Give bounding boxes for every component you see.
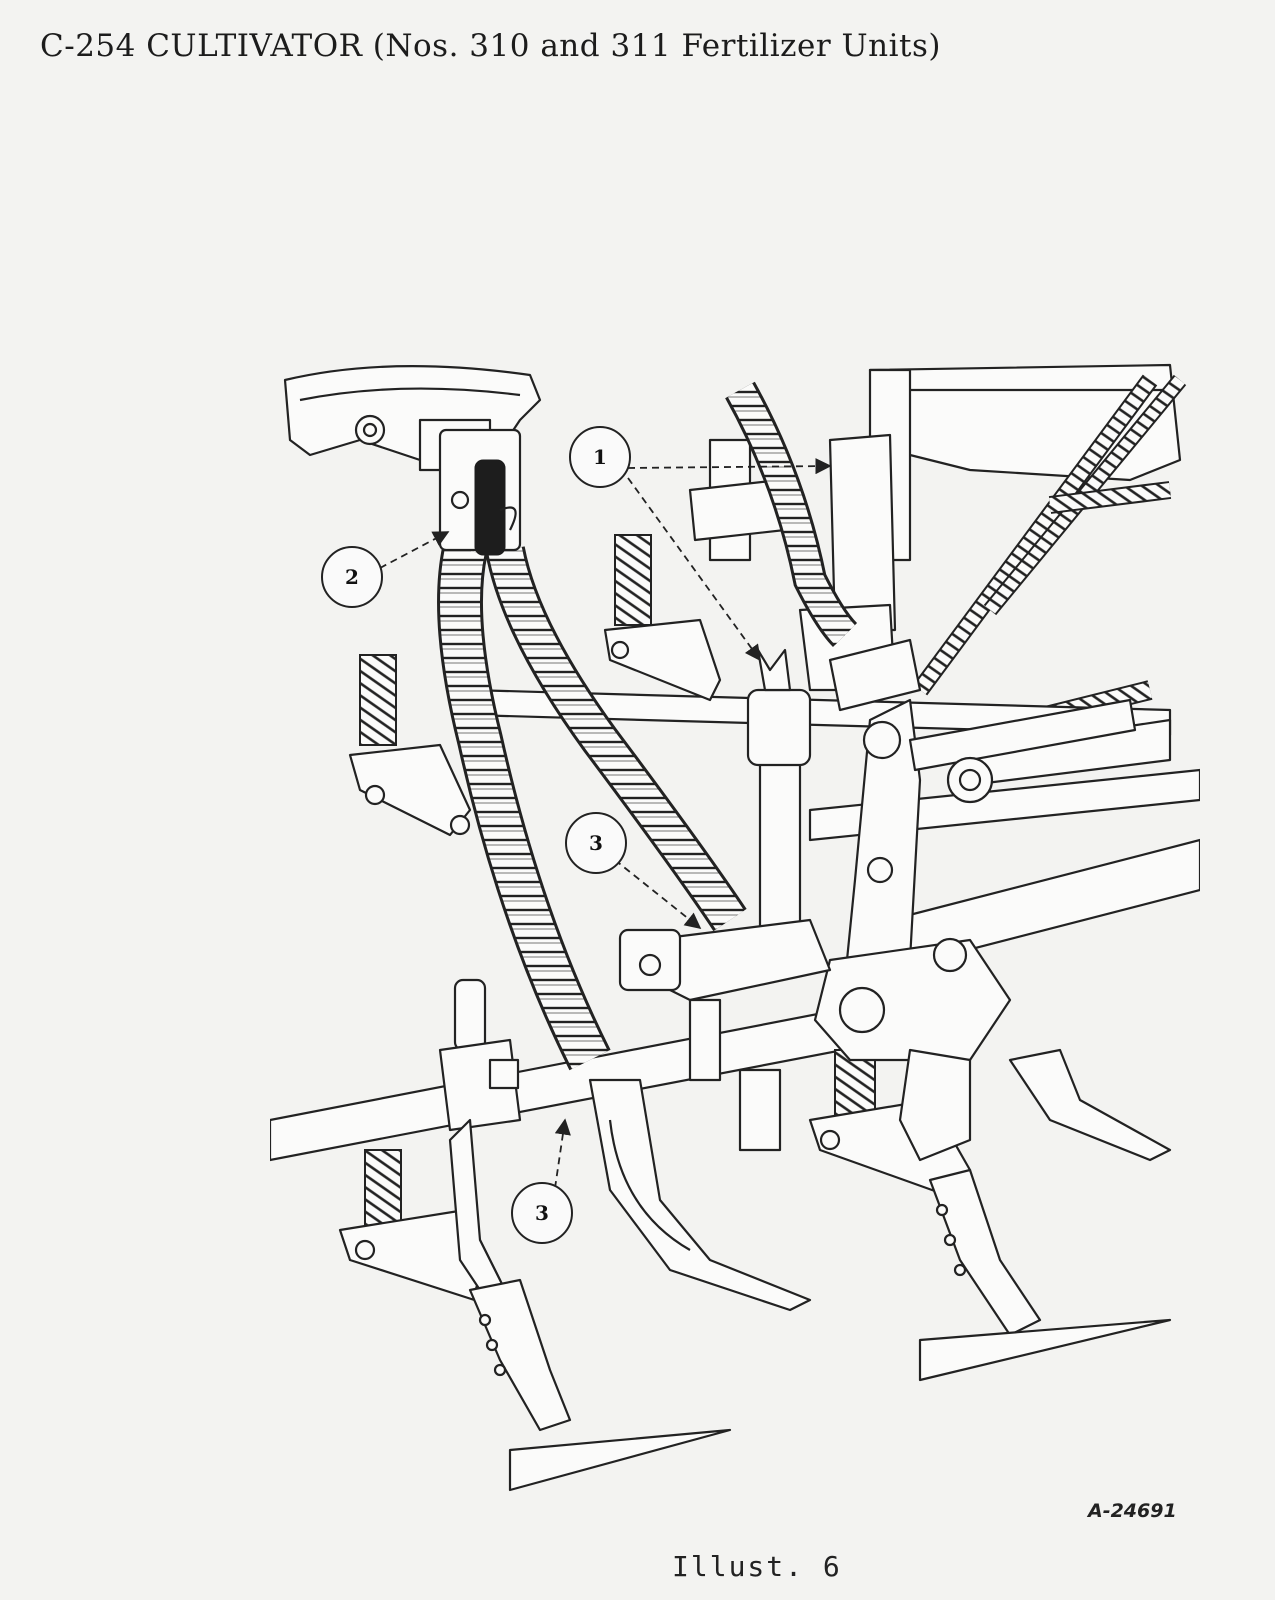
callout-2-label: 2 xyxy=(345,565,359,589)
shank-center xyxy=(588,1078,812,1312)
callout-3-upper-label: 3 xyxy=(589,831,603,855)
shank-right xyxy=(918,1168,1172,1382)
figure-caption: Illust. 6 xyxy=(672,1550,842,1583)
shank-left xyxy=(468,1278,732,1492)
callout-3-upper: 3 xyxy=(565,812,627,874)
callout-3-lower: 3 xyxy=(511,1182,573,1244)
left-post xyxy=(438,978,522,1322)
callout-1-label: 1 xyxy=(593,445,607,469)
shank-far-right xyxy=(898,1048,1172,1162)
spring-left-upper xyxy=(348,654,472,837)
figure-code: A-24691 xyxy=(1088,1500,1177,1522)
callout-3-lower-label: 3 xyxy=(535,1201,549,1225)
fertilizer-hose-right xyxy=(725,381,858,648)
rear-linkage xyxy=(828,638,1137,804)
tool-bar-clamp xyxy=(618,918,832,1152)
gang-arm-right xyxy=(813,698,1012,1062)
fertilizer-hose-center xyxy=(485,546,747,932)
control-cables xyxy=(912,374,1187,730)
leader-lines xyxy=(379,458,832,1189)
fertilizer-hose-left xyxy=(437,545,611,1071)
cultivator-illustration: 1 2 3 3 xyxy=(270,360,1200,1530)
cultivator-line-drawing: 1 2 3 3 xyxy=(270,363,1200,1492)
callout-1: 1 xyxy=(569,426,631,488)
page-title: C-254 CULTIVATOR (Nos. 310 and 311 Ferti… xyxy=(40,28,941,64)
callout-2: 2 xyxy=(321,546,383,608)
hose-bracket xyxy=(438,428,522,556)
spring-center-upper xyxy=(603,534,722,702)
